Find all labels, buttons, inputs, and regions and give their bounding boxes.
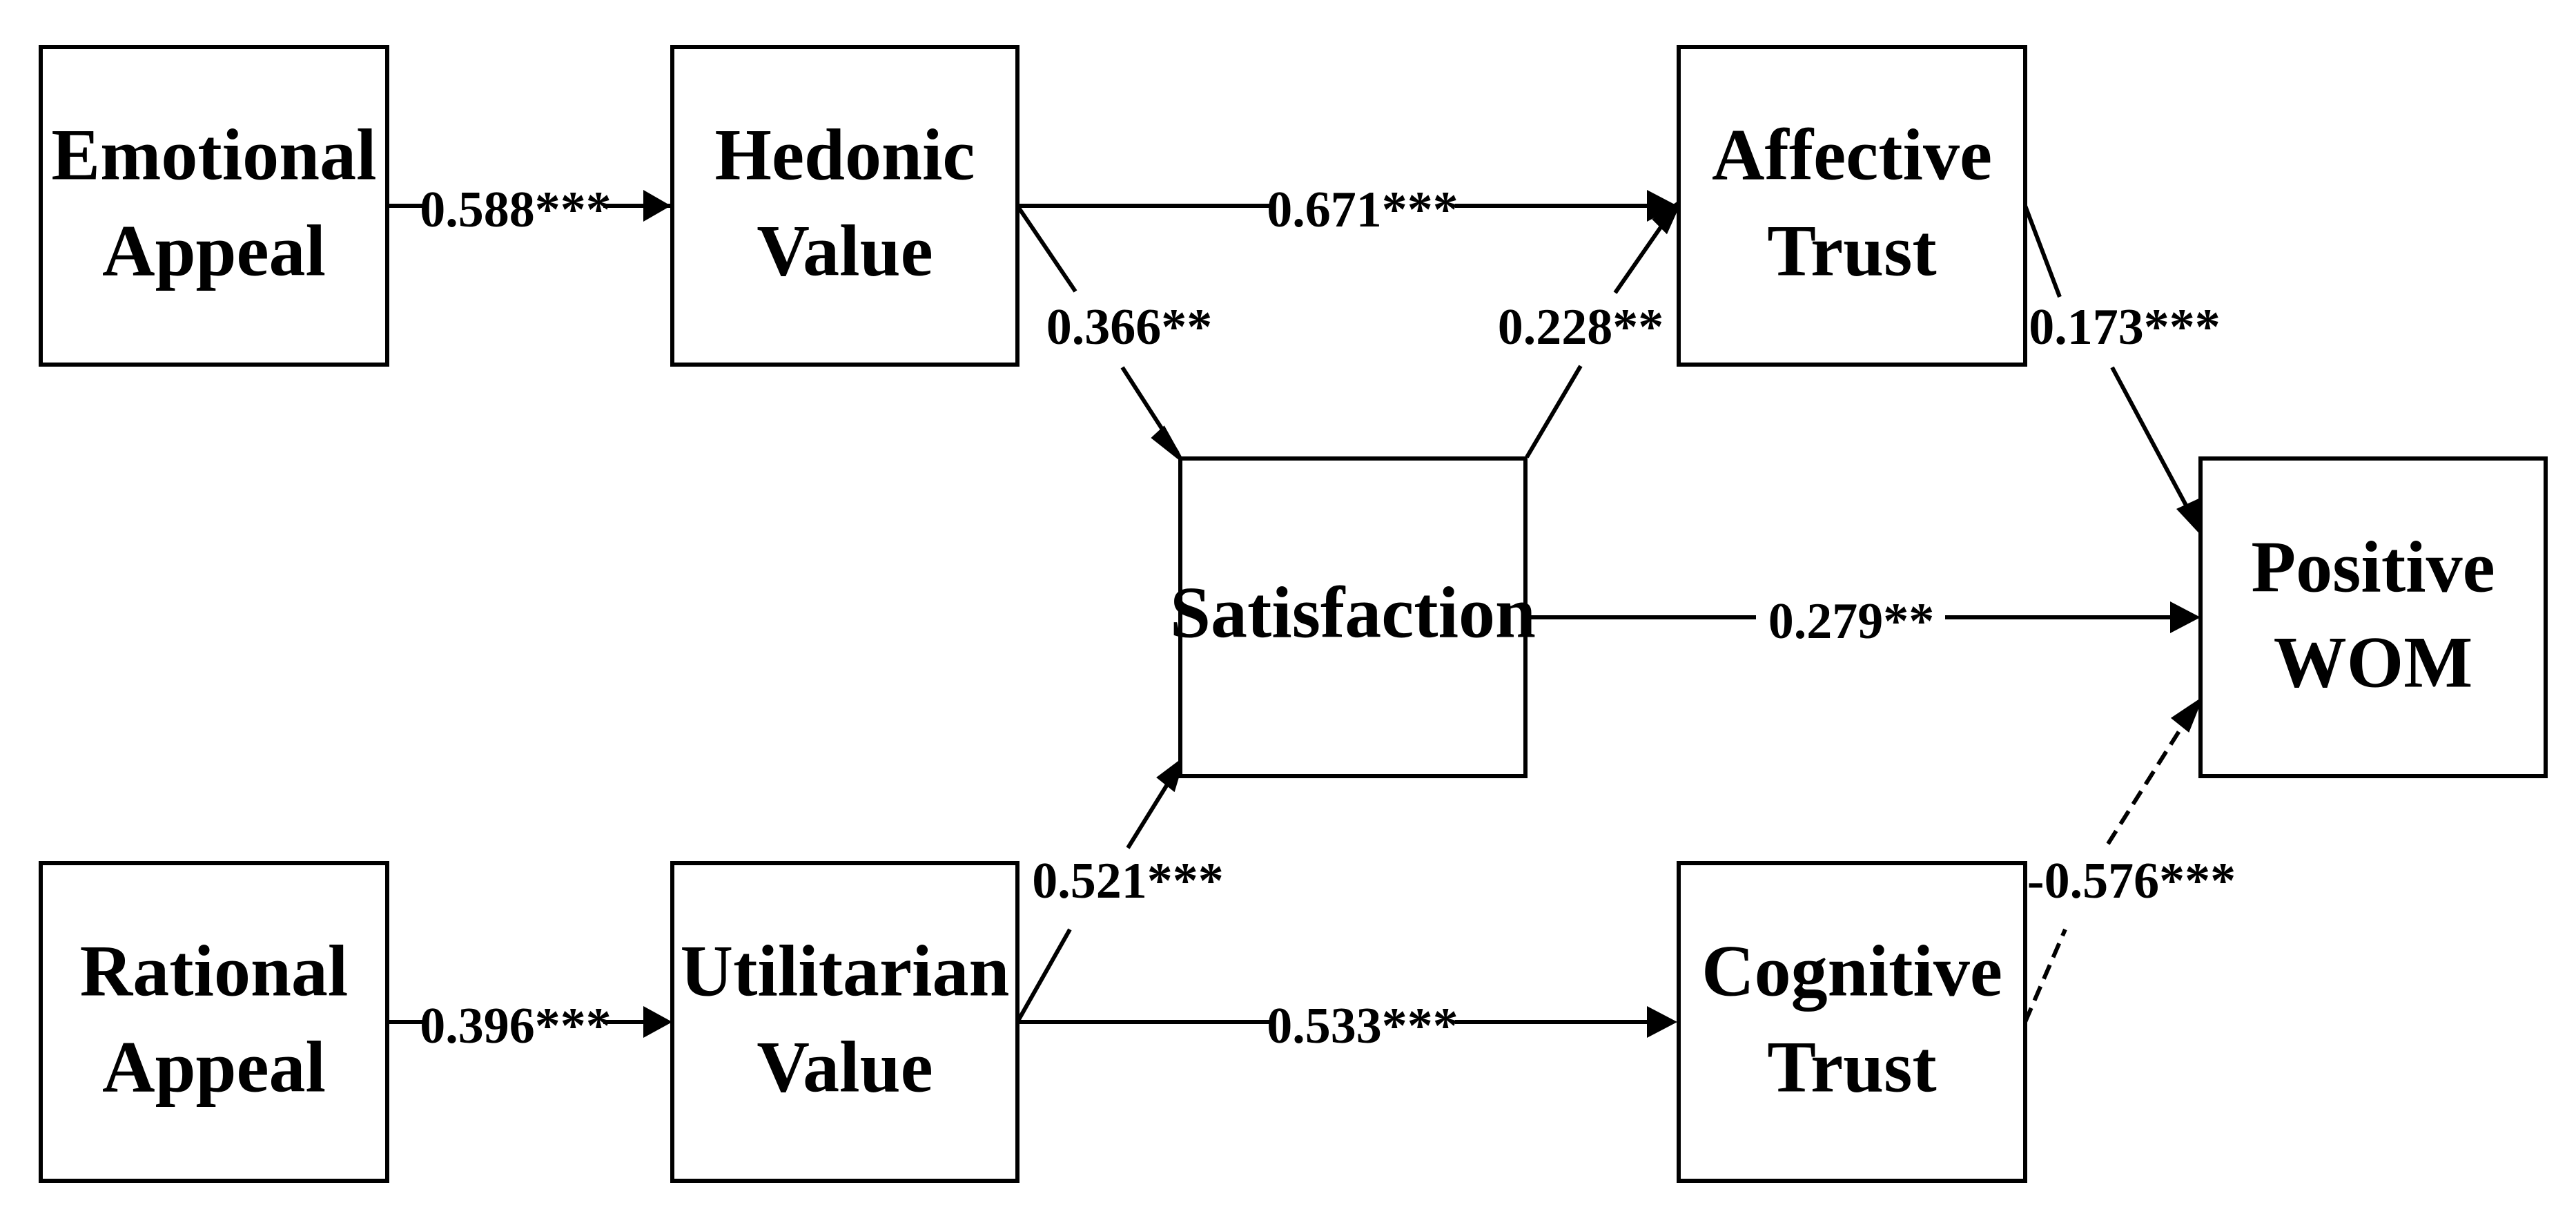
edge-rational-to-utilitarian: 0.396*** [387, 998, 672, 1054]
node-emotional-appeal: Emotional Appeal [39, 45, 389, 367]
arrowhead-icon [643, 1006, 672, 1038]
node-label-line2: Value [757, 210, 933, 291]
node-box [670, 45, 1019, 367]
node-box [1178, 456, 1528, 778]
edge-label: 0.173*** [2029, 299, 2221, 356]
edge-line [2023, 204, 2062, 298]
node-positive-wom: Positive WOM [2198, 456, 2548, 778]
node-satisfaction: Satisfaction [1170, 456, 1536, 778]
node-label-line1: Rational [80, 930, 349, 1011]
node-label-line1: Positive [2251, 526, 2495, 607]
edge-label: 0.671*** [1267, 182, 1458, 238]
node-box [39, 861, 389, 1183]
node-label-line2: Trust [1767, 210, 1936, 291]
node-box [1677, 45, 2027, 367]
edge-emotional-to-hedonic: 0.588*** [387, 182, 671, 238]
node-hedonic-value: Hedonic Value [670, 45, 1019, 367]
edge-satisfaction-to-wom: 0.279** [1525, 593, 2201, 650]
edge-label: 0.533*** [1267, 998, 1458, 1054]
edge-line [2110, 366, 2197, 523]
node-label-line2: Appeal [102, 1026, 326, 1107]
arrowhead-icon [2170, 696, 2204, 733]
node-label-line1: Emotional [51, 114, 376, 195]
edge-line [2106, 711, 2193, 845]
node-box [670, 861, 1019, 1183]
edge-satisfaction-to-affective: 0.228** [1498, 197, 1684, 459]
node-label-line1: Hedonic [715, 114, 975, 195]
edge-line [1015, 928, 1072, 1023]
arrowhead-icon [1151, 425, 1182, 461]
edge-utilitarian-to-cognitive: 0.533*** [1017, 998, 1677, 1054]
edge-line [1015, 204, 1077, 293]
arrowhead-icon [643, 190, 671, 222]
edge-label: 0.521*** [1032, 853, 1224, 909]
edge-cognitive-to-wom: -0.576*** [2023, 696, 2236, 1023]
node-label-line1: Utilitarian [681, 930, 1010, 1011]
node-rational-appeal: Rational Appeal [39, 861, 389, 1183]
arrowhead-icon [1647, 190, 1677, 222]
edge-hedonic-to-satisfaction: 0.366** [1015, 204, 1213, 461]
edge-utilitarian-to-satisfaction: 0.521*** [1015, 755, 1224, 1023]
node-label-line2: WOM [2274, 621, 2473, 702]
node-box [2198, 456, 2548, 778]
edge-line [1525, 365, 1583, 459]
arrowhead-icon [1647, 1006, 1677, 1038]
edge-label: 0.588*** [420, 182, 612, 238]
arrowhead-icon [1156, 755, 1186, 793]
node-label-line2: Trust [1767, 1026, 1936, 1107]
arrowhead-icon [1652, 197, 1684, 235]
node-label-line1: Cognitive [1701, 930, 2002, 1011]
arrowhead-icon [2176, 498, 2202, 537]
node-label-line2: Value [757, 1026, 933, 1107]
node-box [1677, 861, 2027, 1183]
arrowhead-icon [2170, 601, 2201, 633]
node-cognitive-trust: Cognitive Trust [1677, 861, 2027, 1183]
node-affective-trust: Affective Trust [1677, 45, 2027, 367]
edge-line [2023, 928, 2067, 1023]
edge-affective-to-wom: 0.173*** [2023, 204, 2221, 537]
edge-label: -0.576*** [2027, 853, 2236, 909]
node-label-line2: Appeal [102, 210, 326, 291]
node-utilitarian-value: Utilitarian Value [670, 861, 1019, 1183]
node-label-line1: Satisfaction [1170, 572, 1536, 653]
node-label-line1: Affective [1712, 114, 1992, 195]
edge-label: 0.279** [1768, 593, 1935, 650]
edge-label: 0.228** [1498, 299, 1664, 356]
edge-hedonic-to-affective: 0.671*** [1017, 182, 1677, 238]
edge-label: 0.366** [1046, 299, 1213, 356]
node-box [39, 45, 389, 367]
edge-label: 0.396*** [420, 998, 612, 1054]
